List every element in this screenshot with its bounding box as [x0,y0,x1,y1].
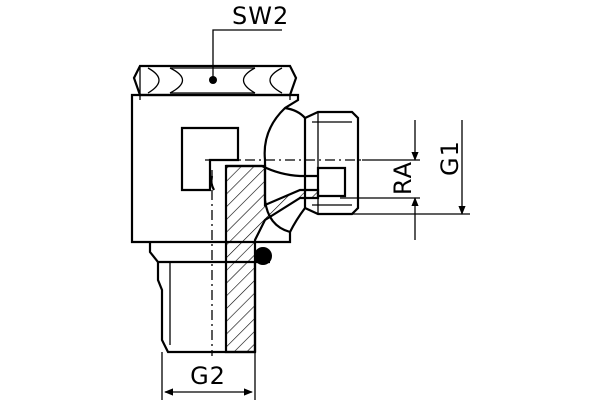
sw2-leader [212,29,282,80]
g1-dimension: G1 [350,120,470,215]
g1-label: G1 [436,140,464,176]
o-ring [254,247,272,265]
ra-dimension: RA [340,120,420,240]
sw2-label: SW2 [232,2,289,30]
fitting-body [130,93,300,264]
elbow-spigot [284,106,360,233]
section-insert [210,164,320,354]
hex-nut [132,64,298,97]
ra-label: RA [389,161,417,195]
g2-label: G2 [190,362,226,390]
g2-dimension: G2 [161,352,256,400]
threaded-stem [156,262,257,354]
